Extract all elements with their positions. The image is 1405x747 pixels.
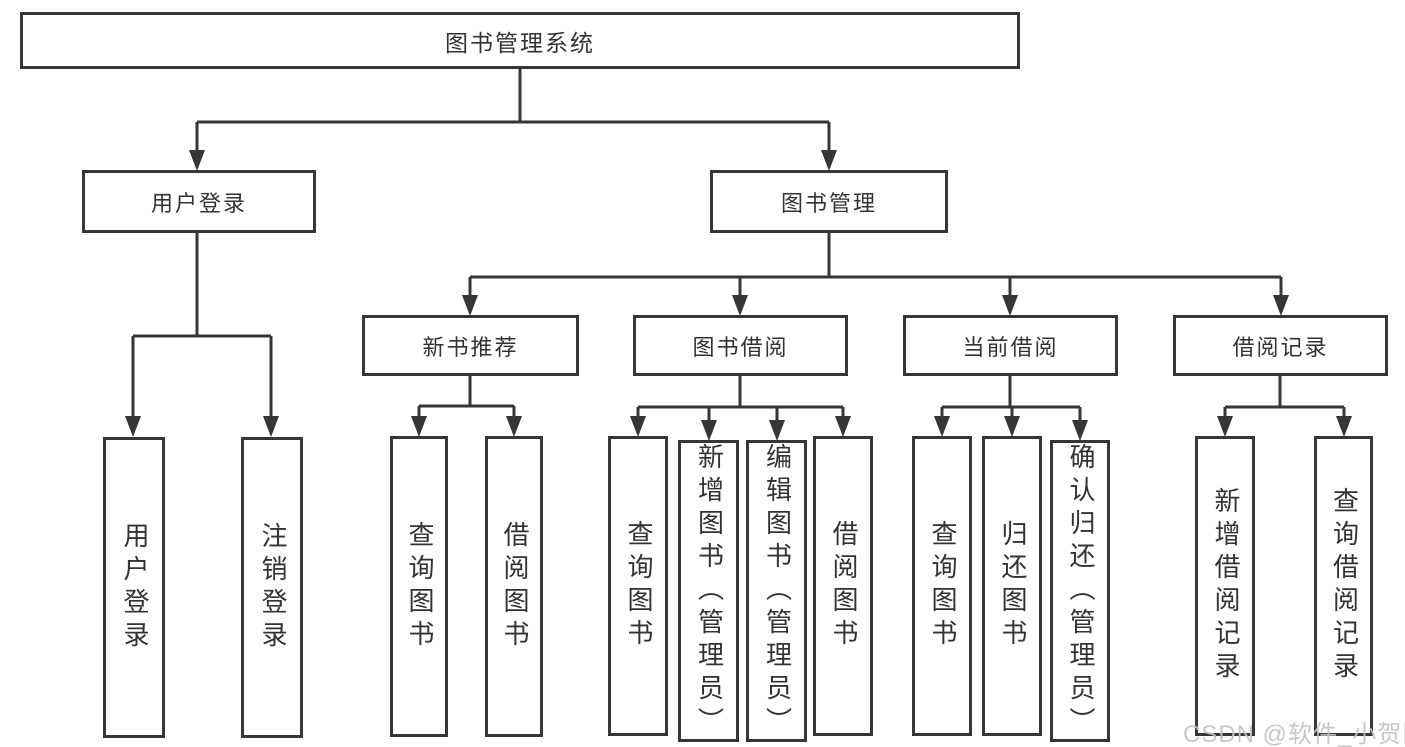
- node-book-borrow: 图书借阅: [633, 315, 848, 376]
- node-leaf-edit-book-admin: 编辑图书（管理员）: [746, 440, 807, 742]
- node-label: 用户登录: [150, 190, 247, 216]
- node-leaf-query-books-1: 查询图书: [390, 436, 448, 737]
- node-leaf-return-book: 归还图书: [982, 436, 1042, 736]
- node-label: 图书管理系统: [445, 29, 595, 56]
- node-borrow-records: 借阅记录: [1173, 315, 1388, 376]
- node-label: 用户登录: [119, 521, 150, 654]
- node-label: 查询借阅记录: [1329, 487, 1360, 685]
- node-leaf-add-borrow-record: 新增借阅记录: [1195, 436, 1255, 736]
- node-leaf-confirm-return-admin: 确认归还（管理员）: [1050, 440, 1110, 742]
- node-label: 借阅记录: [1232, 334, 1329, 360]
- node-leaf-query-books-3: 查询图书: [912, 436, 972, 736]
- node-book-management: 图书管理: [710, 170, 948, 233]
- node-new-book-recommend: 新书推荐: [362, 315, 579, 376]
- arrowheads: [125, 150, 1352, 441]
- node-label: 借阅图书: [499, 520, 530, 653]
- node-label: 查询图书: [404, 520, 435, 653]
- node-leaf-borrow-books-2: 借阅图书: [813, 436, 873, 736]
- node-label: 查询图书: [927, 520, 958, 652]
- node-leaf-borrow-books-1: 借阅图书: [485, 436, 543, 737]
- node-library-system: 图书管理系统: [20, 12, 1020, 69]
- node-label: 查询图书: [623, 520, 654, 652]
- node-user-login-group: 用户登录: [82, 170, 316, 233]
- node-label: 图书管理: [780, 190, 877, 216]
- node-label: 当前借阅: [962, 334, 1059, 360]
- node-leaf-user-login: 用户登录: [103, 437, 165, 738]
- node-label: 确认归还（管理员）: [1065, 442, 1096, 740]
- node-label: 新增图书（管理员）: [694, 442, 725, 740]
- node-current-borrow: 当前借阅: [903, 315, 1118, 376]
- node-label: 编辑图书（管理员）: [762, 442, 793, 740]
- node-label: 新书推荐: [422, 334, 519, 360]
- node-label: 注销登录: [257, 521, 288, 654]
- node-leaf-logout: 注销登录: [241, 437, 303, 738]
- node-leaf-query-books-2: 查询图书: [608, 436, 668, 736]
- csdn-watermark: CSDN @软件_小贺同学: [1183, 721, 1405, 747]
- node-label: 图书借阅: [692, 334, 789, 360]
- node-label: 归还图书: [997, 520, 1028, 652]
- node-leaf-query-borrow-record: 查询借阅记录: [1314, 436, 1373, 736]
- node-label: 借阅图书: [828, 520, 859, 652]
- node-leaf-add-book-admin: 新增图书（管理员）: [678, 440, 739, 742]
- node-label: 新增借阅记录: [1210, 487, 1241, 685]
